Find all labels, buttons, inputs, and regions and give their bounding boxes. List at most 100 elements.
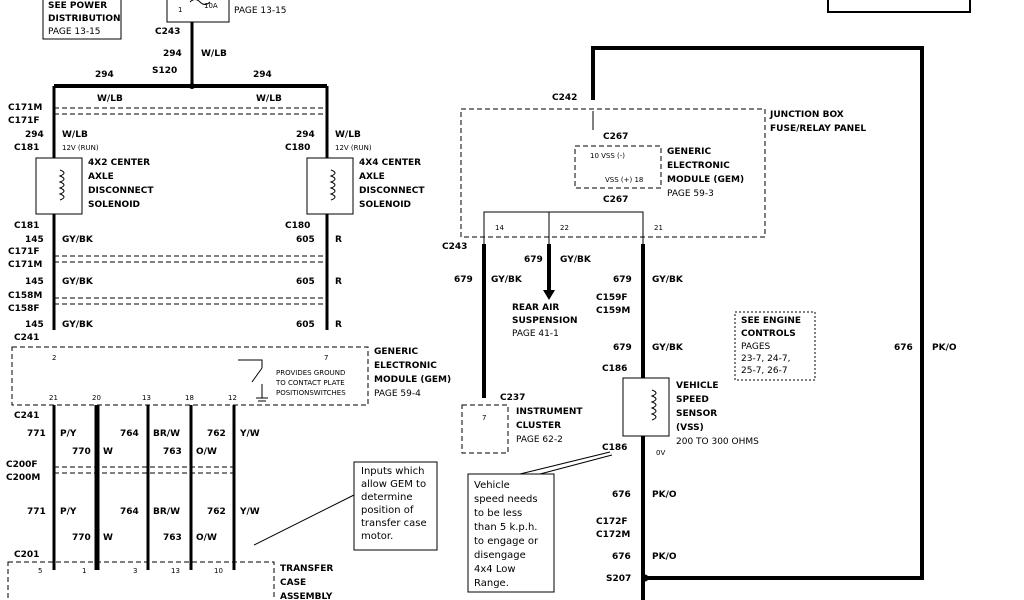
w145-c: 145 [25, 320, 44, 330]
sol-r-4: SOLENOID [359, 200, 411, 210]
r-c: R [335, 320, 342, 330]
c242-label: C242 [552, 93, 577, 103]
inputs-2: allow GEM to [361, 479, 426, 490]
ov-label: 0V [656, 449, 665, 457]
pin-22: 22 [560, 224, 569, 232]
vss-3: SENSOR [676, 409, 717, 419]
gem-r-4: PAGE 59-3 [667, 189, 714, 199]
w-b: W [103, 533, 113, 543]
w145-a: 145 [25, 235, 44, 245]
w605-a: 605 [296, 235, 315, 245]
pin-13: 13 [142, 394, 151, 402]
gybk-a: GY/BK [62, 235, 94, 245]
sol-l-4: SOLENOID [88, 200, 140, 210]
vss-5: 200 TO 300 OHMS [676, 437, 759, 447]
gem-l-1: GENERIC [374, 347, 418, 357]
w294-l2: 294 [25, 130, 44, 140]
ow-b: O/W [196, 533, 217, 543]
engine-controls-note: SEE ENGINE CONTROLS PAGES 23-7, 24-7, 25… [734, 311, 816, 381]
r-a: R [335, 235, 342, 245]
pko-loop-label: PK/O [932, 343, 957, 353]
w294-top: 294 [163, 49, 182, 59]
inputs-note: Inputs which allow GEM to determine posi… [253, 461, 438, 551]
c172f-label: C172F [596, 517, 628, 527]
c201-label: C201 [14, 550, 39, 560]
transfer-case-assembly: 5 1 3 13 10 TRANSFER CASE ASSEMBLY [7, 561, 333, 600]
note-line-2: DISTRIBUTION [48, 14, 121, 24]
cluster-2: CLUSTER [516, 421, 561, 431]
power-distribution-note: SEE POWER DISTRIBUTION PAGE 13-15 [42, 0, 122, 40]
vss-4: (VSS) [676, 423, 704, 433]
c172m-label: C172M [596, 530, 630, 540]
speed-8: Range. [474, 578, 509, 589]
provides-3: POSITIONSWITCHES [276, 389, 346, 397]
yw-b: Y/W [239, 507, 260, 517]
connector-c171-lower: C171F C171M [8, 247, 327, 270]
gem-box-right: 10 VSS (-) VSS (+) 18 GENERIC ELECTRONIC… [574, 145, 744, 199]
gem-pin-7: 7 [324, 354, 328, 362]
gem-box-left: 2 7 PROVIDES GROUND TO CONTACT PLATE POS… [11, 346, 451, 406]
w771-a: 771 [27, 429, 46, 439]
brw-a: BR/W [153, 429, 180, 439]
run-right: 12V (RUN) [335, 144, 372, 152]
c241-top: C241 [14, 333, 39, 343]
c186-bot: C186 [602, 443, 627, 453]
c171f-lower: C171F [8, 247, 40, 257]
gybk-r-c: GY/BK [652, 275, 684, 285]
gem-r-2: ELECTRONIC [667, 161, 730, 171]
inputs-5: transfer case [361, 518, 427, 529]
w764-a: 764 [120, 429, 139, 439]
pin-14: 14 [495, 224, 504, 232]
py-a: P/Y [60, 429, 77, 439]
w145-b: 145 [25, 277, 44, 287]
wlb-top: W/LB [201, 49, 227, 59]
sol-l-1: 4X2 CENTER [88, 158, 150, 168]
c180-top: C180 [285, 143, 310, 153]
tc-pin-3: 3 [133, 567, 137, 575]
gybk-b: GY/BK [62, 277, 94, 287]
pko-loop: 676 PK/O [591, 46, 957, 580]
w764-b: 764 [120, 507, 139, 517]
connector-c158: C158M C158F [8, 291, 327, 314]
w605-c: 605 [296, 320, 315, 330]
vss-neg: 10 VSS (-) [590, 152, 625, 160]
cluster-1: INSTRUMENT [516, 407, 583, 417]
junction-box: JUNCTION BOX FUSE/RELAY PANEL [460, 108, 866, 238]
c171m-lower: C171M [8, 260, 42, 270]
gem-pin-labels: 21 20 13 18 12 [49, 394, 237, 402]
rear-2: SUSPENSION [512, 316, 578, 326]
py-b: P/Y [60, 507, 77, 517]
solenoid-left [35, 157, 83, 215]
speed-7: 4x4 Low [474, 564, 516, 575]
pin-21: 21 [49, 394, 58, 402]
c171f-label: C171F [8, 116, 40, 126]
tc-pin-1: 1 [82, 567, 86, 575]
c181-top: C181 [14, 143, 39, 153]
engine-5: 25-7, 26-7 [741, 366, 788, 376]
tc-pin-13: 13 [171, 567, 180, 575]
tc-pin-5: 5 [38, 567, 42, 575]
jb-1: JUNCTION BOX [769, 110, 844, 120]
fuse-number: 1 [178, 6, 182, 14]
w676-loop: 676 [894, 343, 913, 353]
c158m-label: C158M [8, 291, 42, 301]
w676-b: 676 [612, 552, 631, 562]
wlb-left: W/LB [97, 94, 123, 104]
c186-top: C186 [602, 364, 627, 374]
gem-l-4: PAGE 59-4 [374, 389, 421, 399]
sol-l-3: DISCONNECT [88, 186, 154, 196]
feed-294: C243 294 W/LB S120 294 294 W/LB W/LB [54, 22, 327, 104]
pin-18: 18 [185, 394, 194, 402]
pko-b: PK/O [652, 552, 677, 562]
gem-pin-2: 2 [52, 354, 56, 362]
solenoid-right-label: 4X4 CENTER AXLE DISCONNECT SOLENOID [359, 158, 425, 210]
gem-l-2: ELECTRONIC [374, 361, 437, 371]
wlb-r2: W/LB [335, 130, 361, 140]
pin-12: 12 [228, 394, 237, 402]
inputs-6: motor. [361, 531, 393, 542]
w762-b: 762 [207, 507, 226, 517]
pko-a: PK/O [652, 490, 677, 500]
speed-3: to be less [474, 508, 522, 519]
gybk-r-a: GY/BK [491, 275, 523, 285]
